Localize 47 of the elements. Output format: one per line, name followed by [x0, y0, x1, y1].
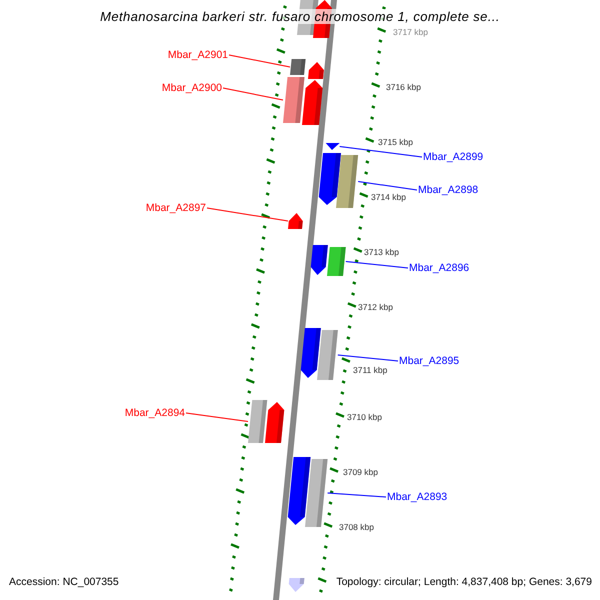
gene-feature — [325, 143, 340, 150]
footer-text: Topology: circular; Length: 4,837,408 bp; Genes: 3,679 — [336, 576, 592, 589]
gene-block — [283, 77, 304, 123]
scale-label: 3717 kbp — [393, 27, 428, 37]
scale-label: 3711 kbp — [353, 365, 388, 375]
leader-line — [327, 492, 386, 498]
gene-label: Mbar_A2895 — [399, 355, 460, 367]
gene-feature — [308, 62, 325, 79]
leader-line — [206, 208, 288, 222]
gene-label: Mbar_A2893 — [387, 491, 448, 503]
footer-text: Accession: NC_007355 — [9, 576, 119, 589]
gene-block — [317, 330, 338, 380]
leader-line — [339, 146, 422, 158]
gene-label: Mbar_A2897 — [146, 202, 206, 214]
gene-block — [336, 155, 358, 208]
leader-line — [358, 181, 418, 190]
gene-label: Mbar_A2898 — [418, 184, 478, 196]
gene-feature — [288, 578, 304, 592]
gene-label: Mbar_A2901 — [168, 49, 228, 61]
leader-line — [337, 354, 398, 362]
scale-label: 3714 kbp — [371, 192, 406, 202]
scale-label: 3713 kbp — [364, 247, 399, 257]
gene-feature — [300, 328, 321, 378]
scale-label: 3710 kbp — [347, 412, 382, 422]
scale-label: 3708 kbp — [339, 522, 374, 532]
gene-label: Mbar_A2900 — [162, 82, 222, 94]
leader-line — [222, 88, 284, 100]
leader-line — [345, 261, 408, 268]
scale-label: 3716 kbp — [386, 82, 421, 92]
gene-block — [305, 459, 328, 527]
gene-block — [248, 400, 268, 443]
gene-label: Mbar_A2894 — [124, 407, 185, 419]
gene-feature — [287, 457, 311, 525]
scale-label: 3715 kbp — [378, 137, 413, 147]
gene-feature — [310, 245, 328, 275]
gene-label: Mbar_A2899 — [423, 151, 484, 163]
gene-feature — [288, 213, 304, 229]
leader-line — [186, 412, 248, 422]
diagram-title: Methanosarcina barkeri str. fusaro chromosome 1, complete se... — [100, 9, 500, 24]
gene-block — [327, 247, 346, 276]
gene-feature — [265, 402, 285, 443]
scale-label: 3712 kbp — [358, 302, 393, 312]
scale-label: 3709 kbp — [343, 467, 378, 477]
leader-line — [228, 54, 290, 68]
gene-label: Mbar_A2896 — [409, 262, 470, 274]
gene-feature — [318, 153, 342, 205]
gene-block — [290, 59, 306, 75]
